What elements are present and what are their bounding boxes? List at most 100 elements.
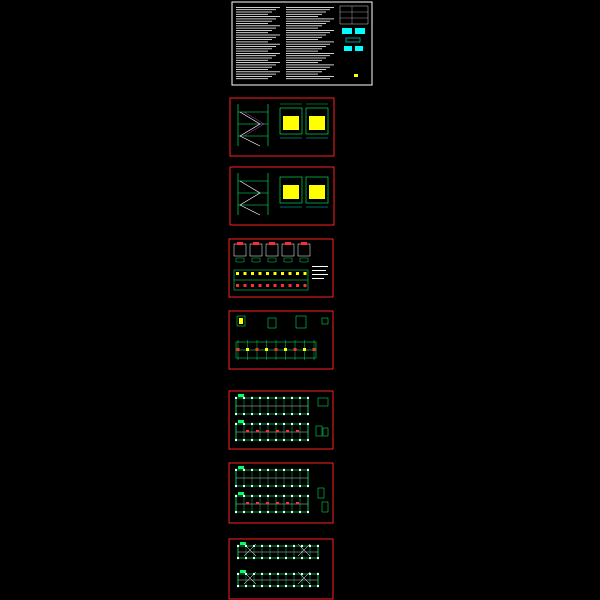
column-mark [317,557,319,559]
notes-text-line [236,25,280,27]
column-mark [235,439,237,441]
column-mark [235,495,237,497]
column-mark [267,397,269,399]
column-mark [253,557,255,559]
notes-text-line [286,36,322,38]
notes-text-line [236,41,268,43]
column-mark [245,557,247,559]
sheet-stair-details-1[interactable] [229,97,335,157]
column-mark [285,557,287,559]
column-mark [288,284,292,287]
column-mark [293,545,295,547]
column-mark [296,284,299,287]
notes-detail-cyan [342,28,365,77]
notes-text-block [236,7,334,80]
notes-text-line [236,53,280,54]
beam-tag [286,430,289,432]
column-mark [277,545,279,547]
column-mark [269,573,271,575]
column-mark [299,413,301,415]
column-mark [299,495,301,497]
notes-text-line [236,27,276,29]
column-mark [283,423,285,425]
notes-text-line [286,7,334,8]
notes-text-line [286,18,334,20]
column-mark [243,439,245,441]
column-mark [317,545,319,547]
sheet-foundation-plan[interactable] [228,310,334,370]
column-mark [243,485,245,487]
notes-text-line [236,18,276,20]
column-mark [251,511,253,513]
column-mark [243,495,245,497]
column-mark [275,397,277,399]
notes-text-line [236,7,280,8]
foundation-column-marks [236,272,307,287]
beam-tag [256,502,259,504]
sheet-foundation-details[interactable] [228,238,334,298]
column-mark [293,585,295,587]
notes-text-line [286,13,322,15]
beam-tag [246,502,249,504]
pile-footing [283,257,293,263]
sheet-roof-framing[interactable] [228,538,334,600]
beam-tag [276,430,279,432]
column-mark [267,423,269,425]
column-mark [235,413,237,415]
notes-text-line [286,71,322,73]
column-mark [243,272,247,275]
column-mark [307,469,309,471]
beam-tag [286,502,289,504]
column-mark [299,397,301,399]
column-mark [283,469,285,471]
column-mark [303,272,307,275]
column-mark [259,413,261,415]
sheet-floor-framing-2[interactable] [228,462,334,524]
column-mark [296,272,299,275]
column-mark [266,284,269,287]
sheet-stair-details-2[interactable] [229,166,335,226]
column-mark [243,413,245,415]
pile-footing [299,257,309,263]
column-mark [285,545,287,547]
notes-text-line [286,50,318,52]
column-mark [307,485,309,487]
column-mark [251,439,253,441]
notes-text-line [236,13,268,15]
column-mark [275,423,277,425]
notes-text-line [286,27,318,29]
column-mark [275,495,277,497]
plan-tag [238,492,244,495]
pile-cap-tag [301,242,307,245]
sheet-border [228,310,334,370]
column-mark [259,397,261,399]
column-mark [235,469,237,471]
column-mark [275,511,277,513]
sheet-floor-framing-1[interactable] [228,390,334,450]
notes-text-line [236,57,272,59]
column-mark [283,397,285,399]
notes-legend-table [339,5,369,25]
general-notes-sheet-border [231,1,373,86]
beam-tag [266,502,269,504]
column-mark [269,557,271,559]
notes-text-line [236,69,268,70]
notes-text-line [236,73,276,75]
notes-text-line [236,48,272,50]
notes-text-line [286,53,334,54]
notes-text-line [286,9,330,11]
general-notes-sheet[interactable] [231,1,373,86]
beam-tag [296,502,299,504]
column-mark [259,495,261,497]
column-mark [284,348,287,351]
column-mark [258,284,262,287]
column-mark [303,348,306,351]
column-mark [275,439,277,441]
plan-tag [238,394,244,397]
column-mark [307,495,309,497]
column-mark [301,585,303,587]
column-mark [291,423,293,425]
column-mark [261,585,263,587]
notes-text-line [286,23,326,24]
notes-text-line [236,64,276,66]
